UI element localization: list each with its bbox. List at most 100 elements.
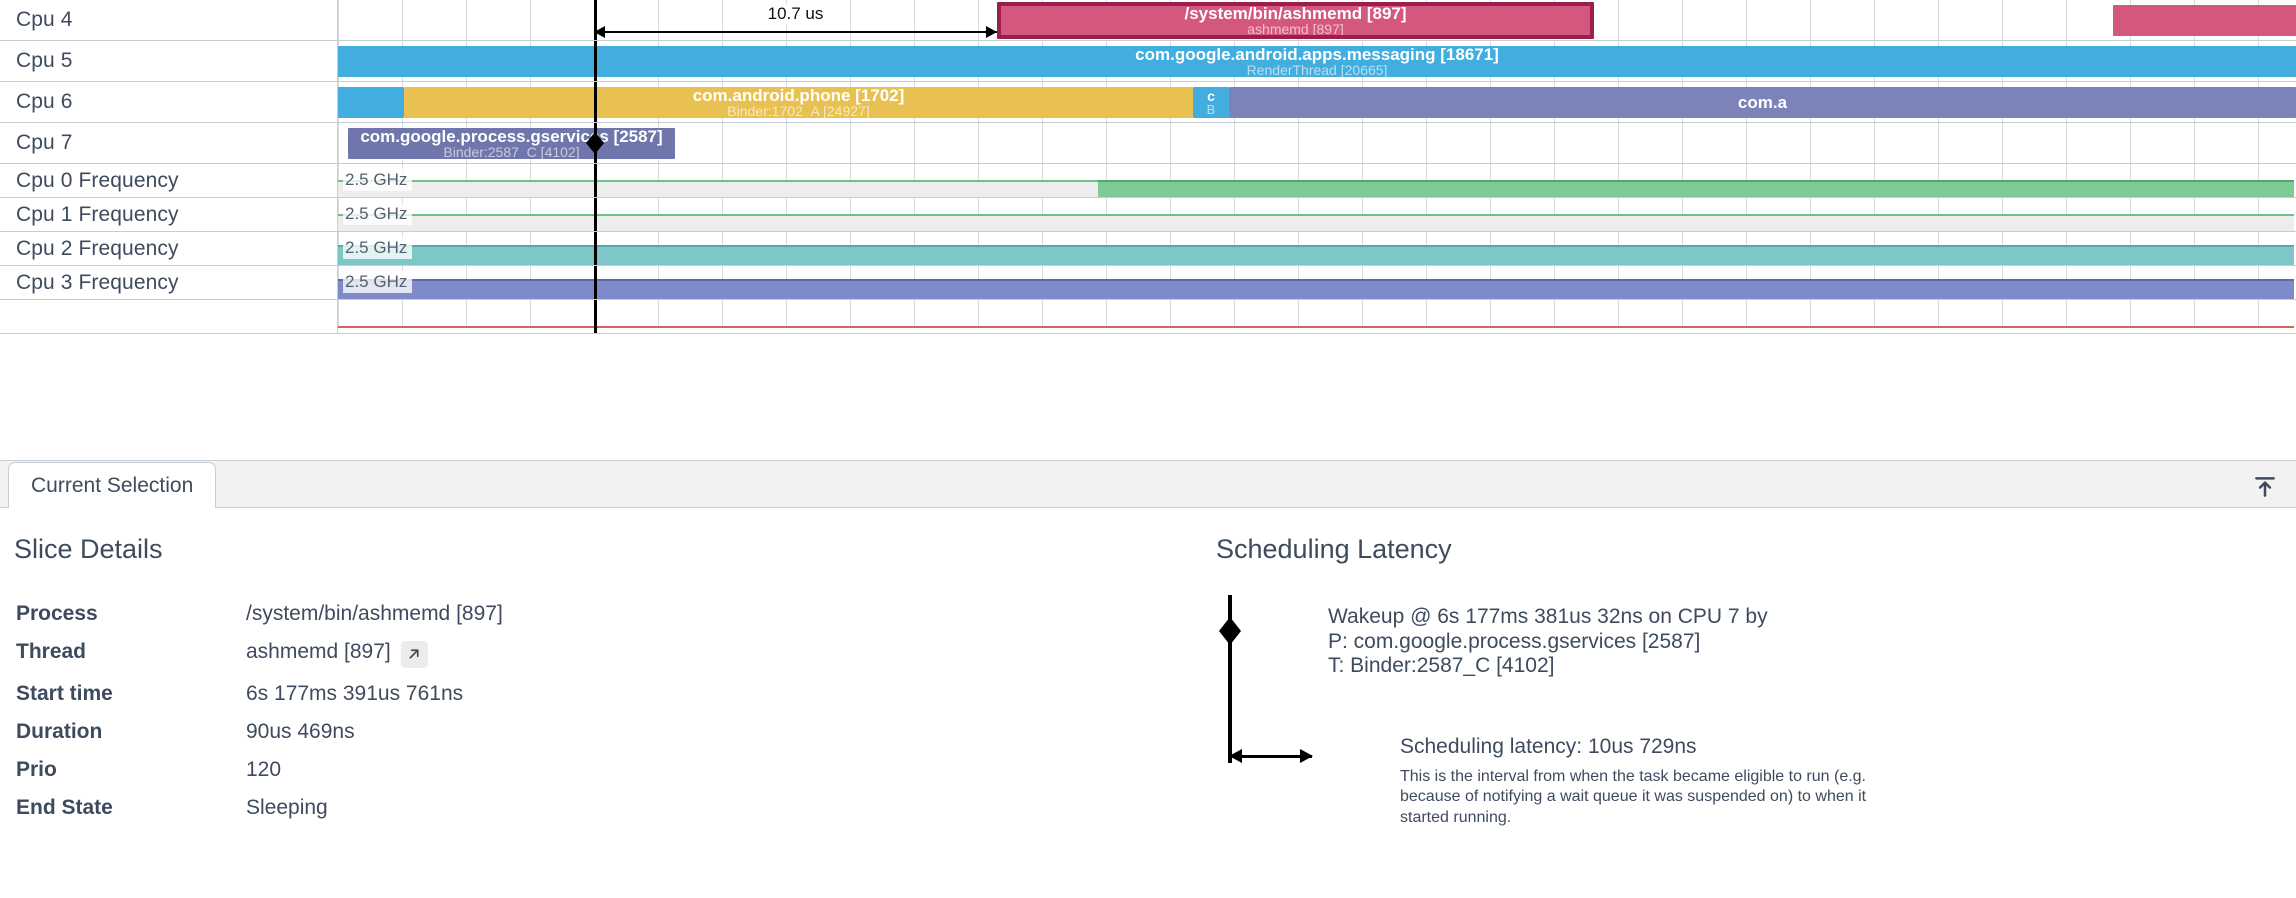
slice-details-title: Slice Details	[14, 534, 163, 564]
track-row[interactable]: Cpu 7 com.google.process.gservices [2587]…	[0, 123, 2296, 164]
detail-row: Start time 6s 177ms 391us 761ns	[14, 675, 503, 713]
latency-description: This is the interval from when the task …	[1400, 768, 1867, 826]
track-title: Cpu 1 Frequency	[16, 202, 179, 226]
slice-sublabel: Binder:1702_A [24927]	[727, 103, 870, 118]
latency-span-arrow-icon	[1229, 749, 1313, 763]
track-shell-cpu-6[interactable]: Cpu 6	[0, 82, 338, 122]
slice-label: com.google.process.gservices [2587]	[360, 128, 663, 146]
latency-value: Scheduling latency: 10us 729ns	[1400, 735, 1697, 758]
track-canvas[interactable]	[338, 300, 2296, 333]
track-title: Cpu 0 Frequency	[16, 168, 179, 192]
counter-segment	[338, 278, 2294, 299]
track-canvas[interactable]: 2.5 GHz	[338, 266, 2296, 299]
counter-track[interactable]	[338, 198, 2296, 231]
detail-row: End State Sleeping	[14, 789, 503, 827]
slice-label: /system/bin/ashmemd [897]	[1184, 3, 1407, 23]
tab-label: Current Selection	[31, 473, 194, 497]
track-canvas[interactable]: 2.5 GHz	[338, 198, 2296, 231]
track-row[interactable]: Cpu 5 com.google.android.apps.messaging […	[0, 41, 2296, 82]
counter-value-label: 2.5 GHz	[343, 169, 413, 191]
track-shell-cpu-4[interactable]: Cpu 4	[0, 0, 338, 40]
arrow-up-right-icon[interactable]	[400, 640, 428, 668]
track-canvas[interactable]: 2.5 GHz	[338, 232, 2296, 265]
detail-key: Start time	[16, 681, 113, 705]
track-title: Cpu 6	[16, 90, 73, 113]
wakeup-thread-line: T: Binder:2587_C [4102]	[1328, 654, 1555, 678]
track-shell-cpu-7[interactable]: Cpu 7	[0, 123, 338, 163]
detail-key: Thread	[16, 640, 87, 663]
counter-value-label: 2.5 GHz	[343, 203, 413, 225]
track-row[interactable]: Cpu 4/system/bin/ashmemd [897]ashmemd [8…	[0, 0, 2296, 41]
track-shell-cpu-2-frequency[interactable]: Cpu 2 Frequency	[0, 232, 338, 265]
latency-vertical-line	[1228, 595, 1232, 763]
track-canvas[interactable]: com.android.phone [1702]Binder:1702_A [2…	[338, 82, 2296, 122]
slice-sublabel: Binder:2587_C [4102]	[443, 144, 580, 159]
track-row[interactable]	[0, 300, 2296, 334]
counter-value-label: 2.5 GHz	[343, 237, 413, 259]
panel-controls	[2248, 470, 2282, 504]
timeline-slice[interactable]: com.google.android.apps.messaging [18671…	[338, 46, 2296, 77]
track-shell-cpu-3-frequency[interactable]: Cpu 3 Frequency	[0, 266, 338, 299]
detail-row: Duration 90us 469ns	[14, 713, 503, 751]
wakeup-info: Wakeup @ 6s 177ms 381us 32ns on CPU 7 by…	[1328, 605, 1768, 679]
track-title: Cpu 3 Frequency	[16, 270, 179, 294]
timeline-slice[interactable]: com.google.process.gservices [2587]Binde…	[348, 128, 675, 159]
detail-key: Process	[16, 602, 98, 625]
slice-label: com.android.phone [1702]	[692, 87, 905, 105]
track-row[interactable]: Cpu 0 Frequency 2.5 GHz	[0, 164, 2296, 198]
detail-value: 120	[246, 751, 503, 789]
counter-track[interactable]	[338, 300, 2296, 333]
counter-segment	[1098, 179, 2294, 197]
track-shell-unnamed[interactable]	[0, 300, 338, 333]
track-row[interactable]: Cpu 1 Frequency 2.5 GHz	[0, 198, 2296, 232]
detail-key: Prio	[16, 757, 57, 781]
counter-segment	[338, 244, 2294, 265]
track-canvas[interactable]: com.google.process.gservices [2587]Binde…	[338, 123, 2296, 163]
duration-label: 10.7 us	[763, 4, 828, 24]
details-body: Slice Details Process/system/bin/ashmemd…	[0, 508, 2296, 898]
track-shell-cpu-0-frequency[interactable]: Cpu 0 Frequency	[0, 164, 338, 197]
detail-row: Prio 120	[14, 751, 503, 789]
detail-value: Sleeping	[246, 789, 503, 827]
track-shell-cpu-5[interactable]: Cpu 5	[0, 41, 338, 81]
detail-key: End State	[16, 795, 113, 819]
track-shell-cpu-1-frequency[interactable]: Cpu 1 Frequency	[0, 198, 338, 231]
track-title: Cpu 4	[16, 8, 73, 31]
timeline-slice[interactable]: /system/bin/ashmemd [897]ashmemd [897]	[997, 2, 1594, 39]
timeline-area[interactable]: Cpu 4/system/bin/ashmemd [897]ashmemd [8…	[0, 0, 2296, 460]
scheduling-latency-section: Scheduling Latency Wakeup @ 6s 177ms 381…	[1198, 534, 2296, 898]
detail-value-text: 6s 177ms 391us 761ns	[246, 681, 464, 705]
collapse-panel-icon[interactable]	[2248, 470, 2282, 504]
timeline-slice[interactable]: com.a	[1229, 87, 2296, 118]
counter-segment	[338, 326, 2294, 333]
counter-track[interactable]	[338, 266, 2296, 299]
slice-label: com.google.android.apps.messaging [18671…	[1135, 46, 1499, 64]
timeline-slice[interactable]	[338, 87, 404, 118]
counter-track[interactable]	[338, 164, 2296, 197]
detail-value-text: /system/bin/ashmemd [897]	[246, 602, 503, 625]
detail-value-text: 90us 469ns	[246, 719, 355, 743]
tab-current-selection[interactable]: Current Selection	[8, 462, 217, 508]
detail-value: /system/bin/ashmemd [897]	[246, 595, 503, 633]
detail-key: Duration	[16, 719, 103, 743]
detail-value: 6s 177ms 391us 761ns	[246, 675, 503, 713]
track-row[interactable]: Cpu 2 Frequency 2.5 GHz	[0, 232, 2296, 266]
track-title: Cpu 2 Frequency	[16, 236, 179, 260]
scheduling-latency-title: Scheduling Latency	[1216, 534, 1452, 564]
slice-sublabel: RenderThread [20665]	[1246, 62, 1388, 77]
track-canvas[interactable]: /system/bin/ashmemd [897]ashmemd [897]/s…	[338, 0, 2296, 40]
track-canvas[interactable]: 2.5 GHz	[338, 164, 2296, 197]
detail-value: 90us 469ns	[246, 713, 503, 751]
timeline-slice[interactable]: /system/bin/as	[2113, 5, 2296, 36]
timeline-slice[interactable]: com.android.phone [1702]Binder:1702_A [2…	[404, 87, 1193, 118]
track-row[interactable]: Cpu 3 Frequency 2.5 GHz	[0, 266, 2296, 300]
track-row[interactable]: Cpu 6 com.android.phone [1702]Binder:1702…	[0, 82, 2296, 123]
details-tabbar: Current Selection	[0, 461, 2296, 508]
track-canvas[interactable]: com.google.android.apps.messaging [18671…	[338, 41, 2296, 81]
wakeup-process-line: P: com.google.process.gservices [2587]	[1328, 629, 1701, 653]
counter-track[interactable]	[338, 232, 2296, 265]
